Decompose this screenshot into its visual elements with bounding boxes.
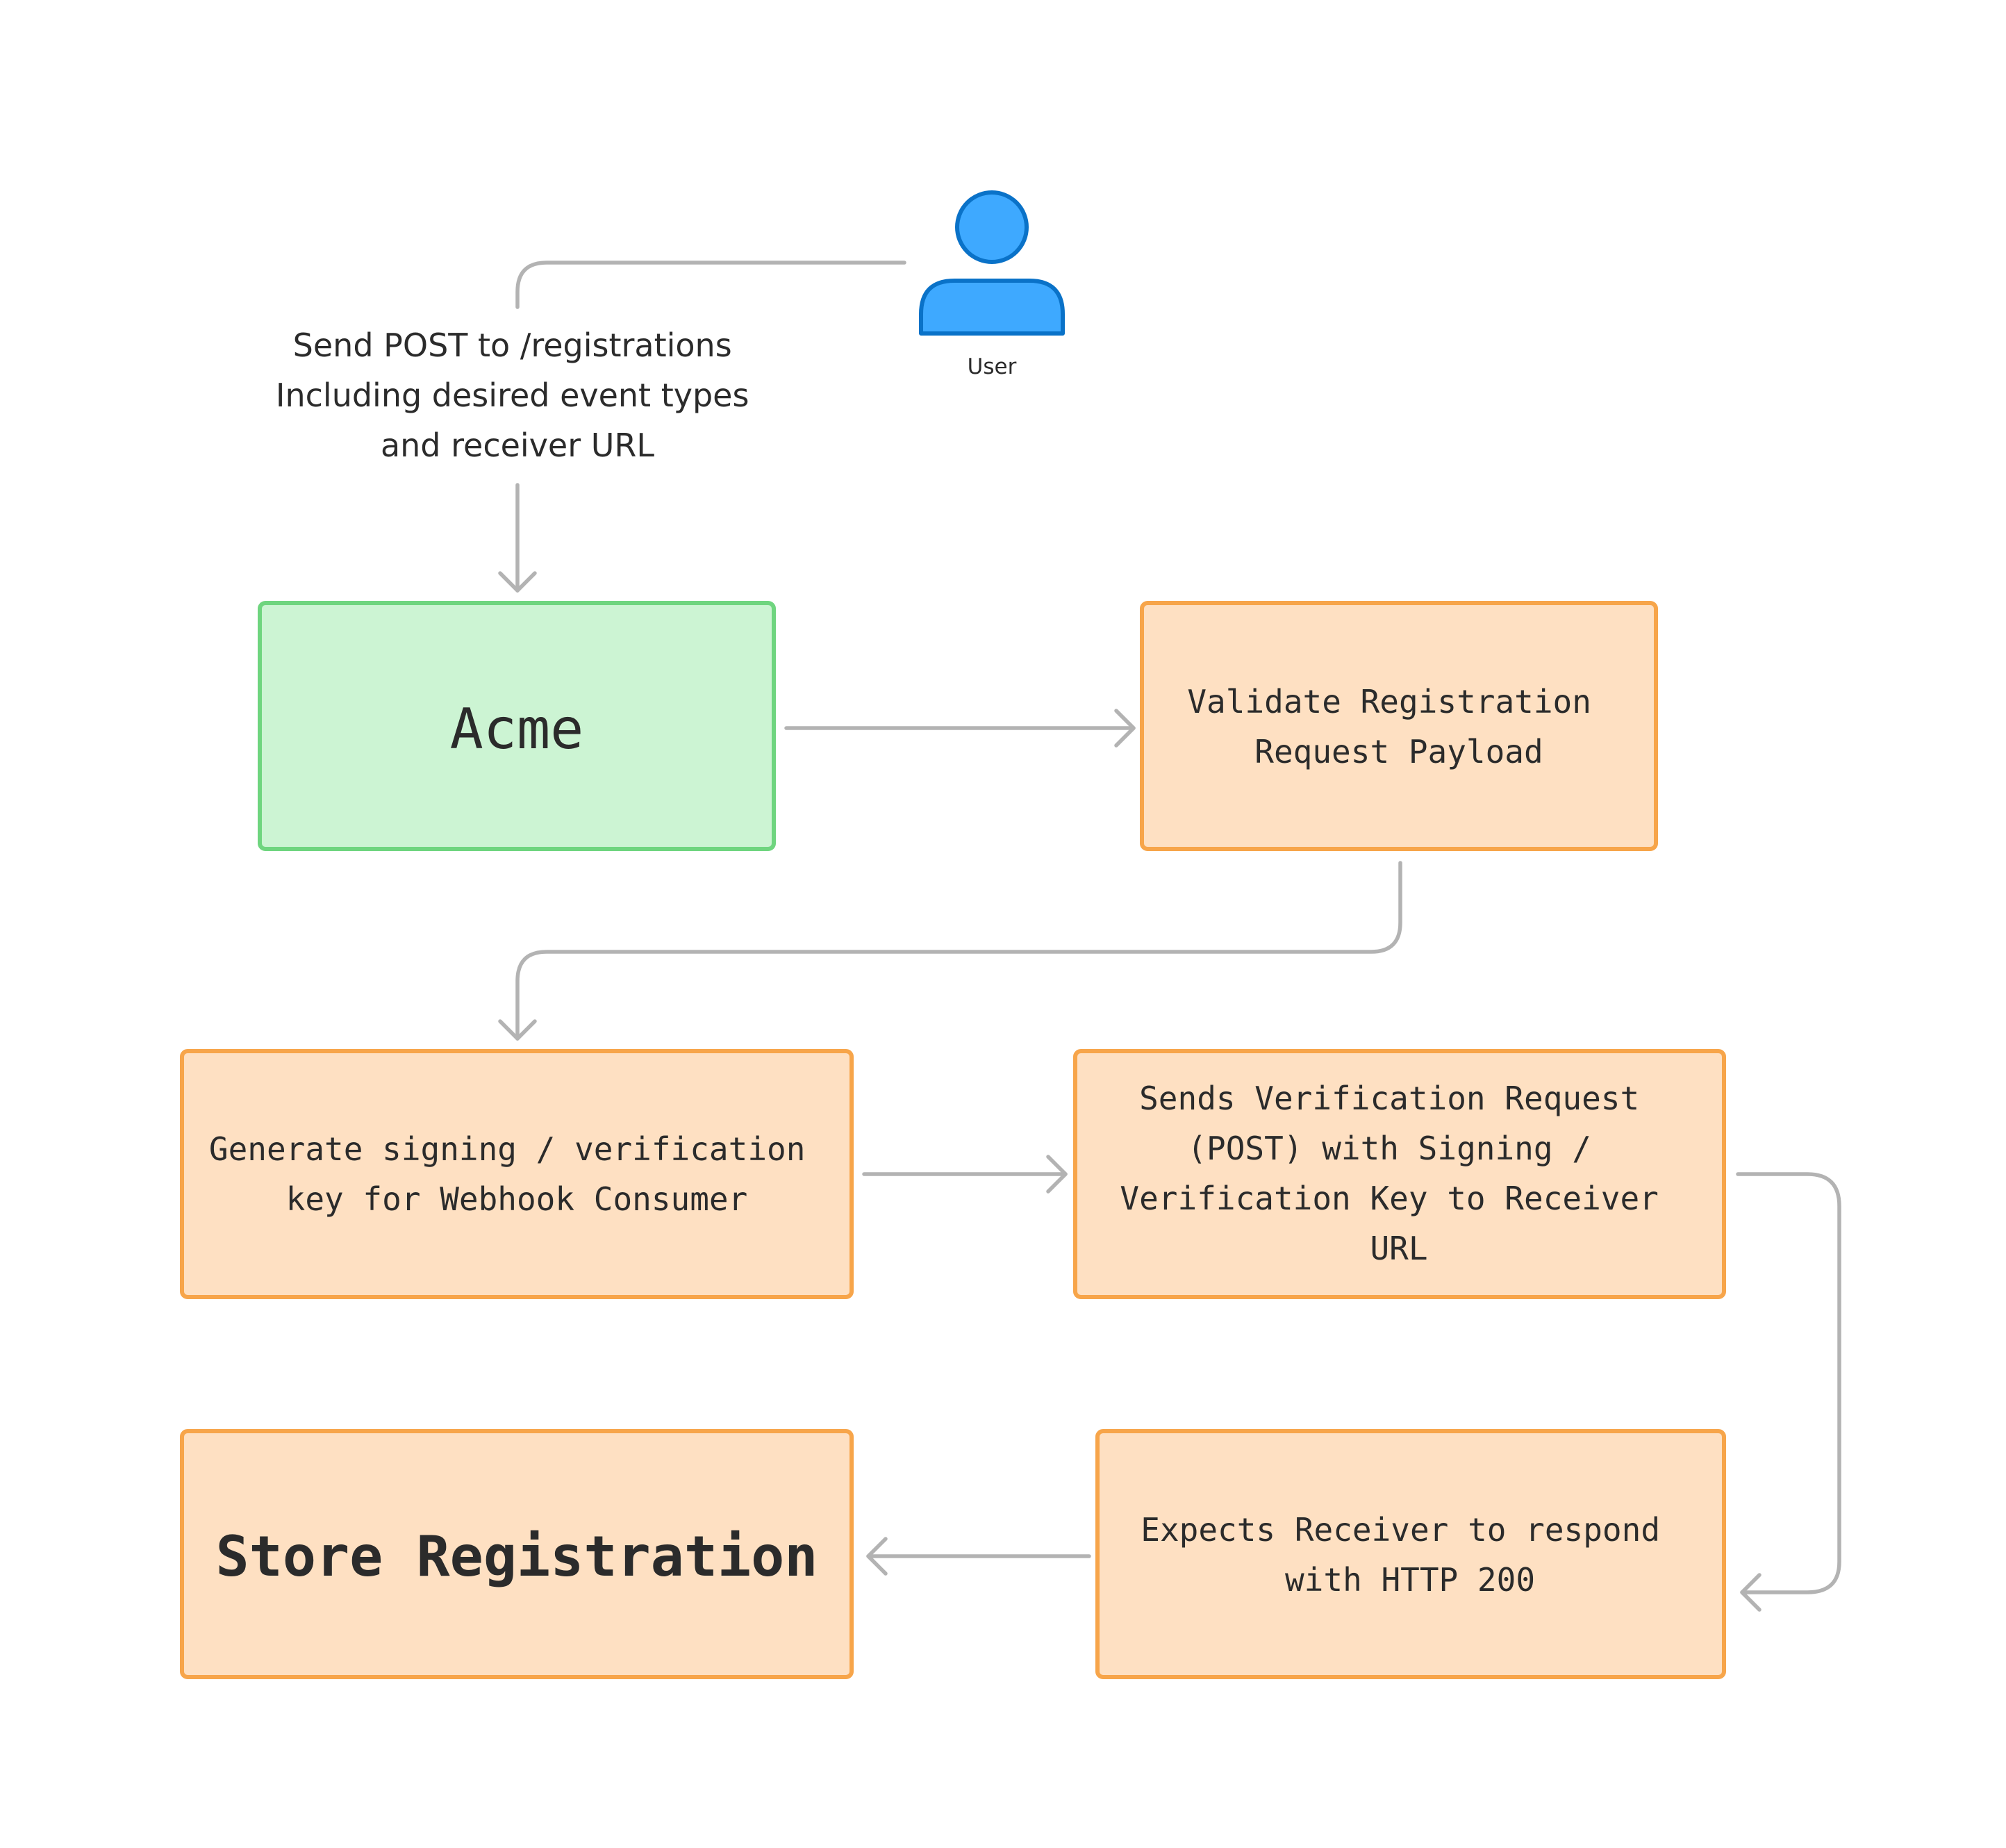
store-node: Store Registration: [180, 1429, 854, 1679]
user-label: User: [968, 354, 1017, 379]
generate-box: [180, 1049, 854, 1299]
sends-node: Sends Verification Request (POST) with S…: [1073, 1049, 1726, 1299]
sends-label-line: URL: [1370, 1230, 1427, 1267]
generate-node: Generate signing / verification key for …: [180, 1049, 854, 1299]
arrowhead-validate: [1114, 709, 1136, 748]
user-actor: User: [919, 190, 1065, 379]
expects-label-line: with HTTP 200: [1285, 1561, 1535, 1599]
sends-label-line: (POST) with Signing /: [1187, 1130, 1591, 1167]
expects-node: Expects Receiver to respond with HTTP 20…: [1095, 1429, 1726, 1679]
validate-node: Validate Registration Request Payload: [1140, 601, 1658, 851]
arrowhead-store: [866, 1537, 888, 1576]
arrowhead-generate: [498, 1019, 537, 1041]
store-label-line: Store Registration: [216, 1524, 818, 1589]
request-label-line: Send POST to /registrations: [293, 327, 732, 364]
connector-user-to-acme: [515, 261, 906, 309]
store-box: [180, 1429, 854, 1679]
validate-box: [1140, 601, 1658, 851]
acme-label: Acme: [450, 697, 584, 761]
connector-validate-to-generate: [515, 861, 1402, 1041]
arrowhead-expects: [1740, 1573, 1762, 1612]
acme-node: Acme: [258, 601, 776, 851]
expects-label: Expects Receiver to respond with HTTP 20…: [1141, 1511, 1679, 1599]
sends-box: [1073, 1049, 1726, 1299]
arrowhead-sends: [1046, 1155, 1068, 1194]
acme-box: [258, 601, 776, 851]
acme-label-line: Acme: [450, 697, 584, 761]
generate-label-line: key for Webhook Consumer: [286, 1180, 748, 1218]
connector-sends-to-expects: [1736, 1172, 1841, 1594]
store-label: Store Registration: [216, 1524, 818, 1589]
validate-label: Validate Registration Request Payload: [1187, 683, 1610, 770]
connectors: [498, 261, 1841, 1612]
sends-label-line: Verification Key to Receiver: [1120, 1180, 1658, 1217]
request-label-line: and receiver URL: [381, 427, 654, 464]
expects-box: [1095, 1429, 1726, 1679]
generate-label: Generate signing / verification key for …: [209, 1130, 824, 1218]
arrowhead-acme: [498, 571, 537, 593]
validate-label-line: Validate Registration: [1187, 683, 1591, 720]
generate-label-line: Generate signing / verification: [209, 1130, 806, 1168]
validate-label-line: Request Payload: [1254, 733, 1543, 770]
sends-label-line: Sends Verification Request: [1139, 1080, 1639, 1117]
expects-label-line: Expects Receiver to respond: [1141, 1511, 1660, 1549]
user-icon: [919, 190, 1065, 336]
request-label-line: Including desired event types: [276, 377, 749, 414]
sends-label: Sends Verification Request (POST) with S…: [1120, 1080, 1677, 1267]
request-label: Send POST to /registrations Including de…: [276, 327, 759, 464]
